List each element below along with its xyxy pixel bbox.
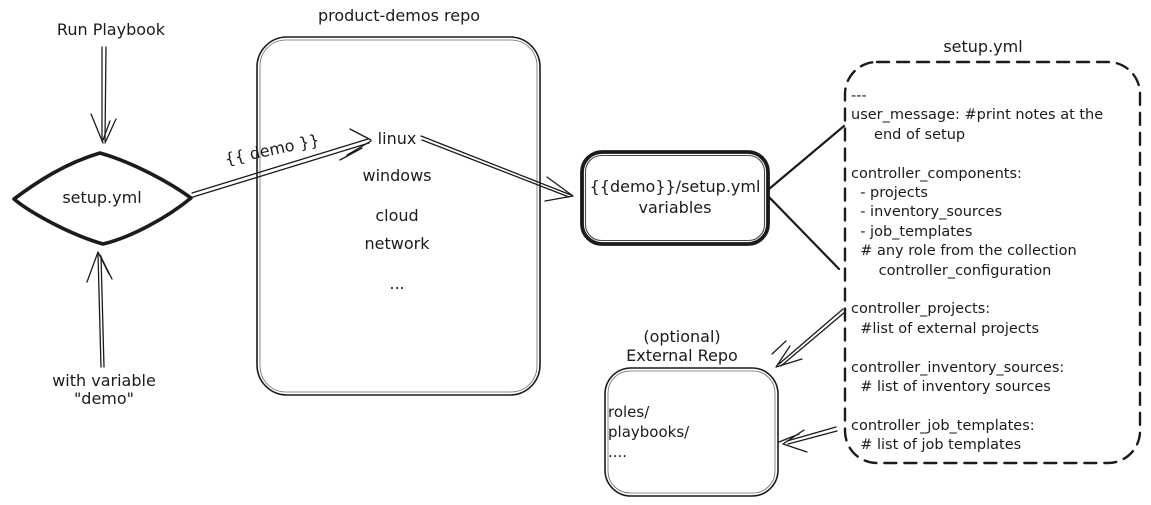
- repo-item-windows: windows: [362, 166, 432, 185]
- repo-item-cloud: cloud: [375, 206, 419, 225]
- setup-yml-content: --- user_message: #print notes at the en…: [851, 88, 1104, 454]
- arrow-linux-to-variables-icon: [420, 135, 574, 202]
- repo-item-linux: linux: [377, 129, 417, 148]
- variables-box-label: {{demo}}/setup.yml variables: [589, 177, 761, 217]
- repo-item-network: network: [364, 234, 430, 253]
- repo-item-ellipsis: ...: [389, 274, 405, 293]
- run-playbook-label: Run Playbook: [56, 20, 166, 39]
- variables-box: [580, 150, 770, 246]
- external-repo-box: [604, 367, 779, 497]
- arrow-demo-to-linux-icon: [191, 128, 372, 198]
- arrow-with-variable-icon: [86, 251, 113, 368]
- arrow-projects-to-external-repo-icon: [771, 308, 846, 368]
- with-variable-label: with variable "demo": [52, 371, 156, 408]
- setup-yml-title: setup.yml: [943, 37, 1023, 56]
- external-repo-content: roles/ playbooks/ ....: [608, 403, 690, 461]
- diamond-label: setup.yml: [62, 188, 142, 207]
- product-demos-box: [256, 36, 541, 396]
- connector-variables-to-setup-yml: [767, 124, 846, 271]
- arrow-run-playbook-icon: [90, 46, 117, 144]
- external-repo-title: (optional) External Repo: [626, 327, 738, 365]
- arrow-job-templates-to-external-repo-icon: [778, 426, 838, 453]
- setup-yml-file-box: [843, 60, 1142, 465]
- repo-title: product-demos repo: [317, 6, 481, 25]
- setup-diamond: [12, 151, 193, 246]
